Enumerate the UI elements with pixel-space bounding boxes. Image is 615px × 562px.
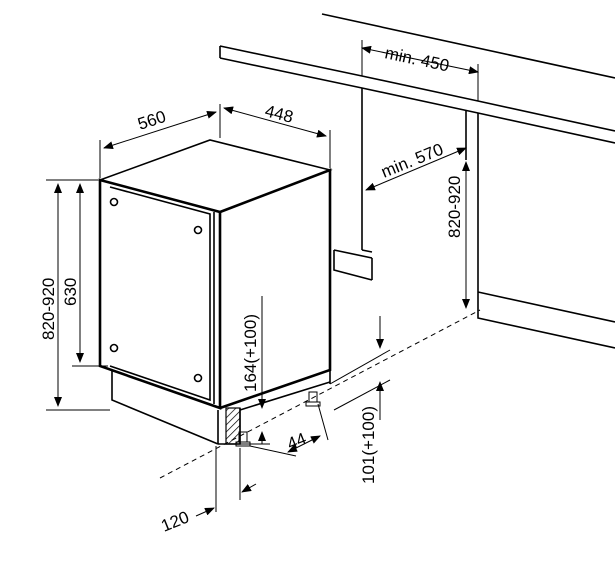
dim-plinth-depth: 120	[158, 446, 257, 536]
adjustable-feet	[235, 391, 321, 447]
foot-offset-label: 44	[284, 429, 309, 454]
dim-plinth-height: 164(+100)	[240, 296, 270, 445]
door-screw-holes	[109, 197, 203, 383]
foot-height-label: 101(+100)	[359, 406, 378, 484]
dim-total-height: 820-920	[39, 179, 110, 411]
plinth-depth-label: 120	[158, 507, 191, 535]
niche-width-label: min. 450	[383, 43, 451, 75]
dim-niche-height: 820-920	[445, 161, 470, 309]
plinth-height-label: 164(+100)	[241, 314, 260, 392]
dim-appliance-width: 560	[99, 104, 221, 178]
niche-side-wall	[361, 88, 615, 349]
body-height-label: 630	[61, 278, 80, 306]
appliance-depth-label: 448	[263, 101, 295, 126]
dim-foot-offset: 44	[249, 403, 329, 457]
dim-foot-height: 101(+100)	[329, 316, 391, 484]
dim-appliance-depth: 448	[223, 101, 331, 168]
niche-depth-label: min. 570	[378, 140, 446, 182]
appliance-width-label: 560	[135, 107, 168, 134]
total-height-label: 820-920	[39, 278, 58, 340]
floor-reference-line	[159, 309, 481, 479]
niche-height-label: 820-920	[445, 176, 464, 238]
dim-body-height: 630	[61, 183, 108, 367]
dishwasher-body	[97, 139, 333, 410]
niche-floor-step	[333, 249, 373, 281]
